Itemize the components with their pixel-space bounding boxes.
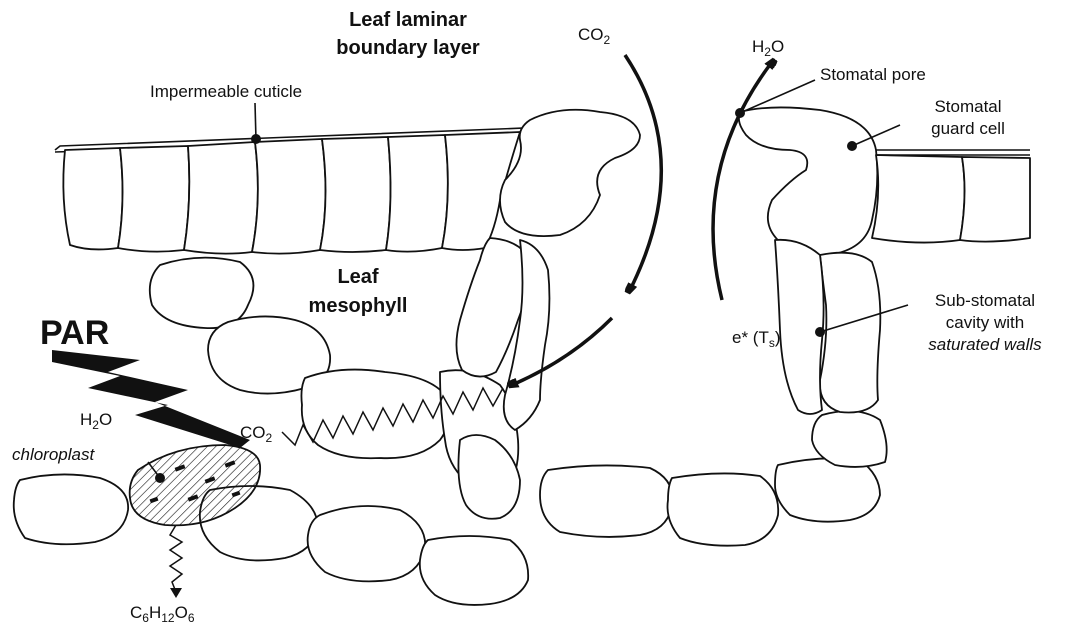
boundary-layer-title-line1: Leaf laminar (349, 9, 467, 31)
e-star-label: e* (Ts) (732, 328, 781, 350)
mesophyll-cell (775, 458, 880, 521)
mesophyll-cell (150, 258, 254, 328)
mesophyll-cell (301, 370, 449, 459)
stomatal-pore-label: Stomatal pore (820, 65, 926, 84)
boundary-layer-title-line2: boundary layer (336, 37, 480, 59)
cuticle-label: Impermeable cuticle (150, 82, 302, 101)
mesophyll-cell (420, 536, 528, 605)
h2o-chloroplast-label: H2O (80, 410, 112, 432)
mesophyll-cell (14, 474, 128, 544)
par-label: PAR (40, 314, 109, 352)
mesophyll-label-line1: Leaf (337, 266, 378, 288)
h2o-outflow-arrow (713, 62, 772, 300)
substomatal-pointer-dot (815, 327, 825, 337)
guard-cell-pointer-dot (847, 141, 857, 151)
left-stomatal-cell (500, 110, 640, 236)
stomatal-guard-cell[interactable] (739, 107, 877, 255)
mesophyll-cell (668, 473, 779, 545)
substomatal-label-line2: cavity with (946, 313, 1024, 332)
pore-pointer-dot (735, 108, 745, 118)
co2-inflow-arrow-upper (625, 55, 661, 290)
guard-cell-label-line2: guard cell (931, 119, 1005, 138)
glucose-arrowhead (170, 588, 182, 598)
mesophyll-cell (775, 240, 824, 414)
epidermal-cell (63, 148, 122, 249)
substomatal-label-line3: saturated walls (928, 335, 1042, 354)
h2o-top-label: H2O (752, 37, 784, 59)
substomatal-label-line1: Sub-stomatal (935, 291, 1035, 310)
mesophyll-cell (820, 253, 881, 413)
cuticle-pointer-dot (251, 134, 261, 144)
epidermal-cell (320, 137, 391, 252)
chloroplast-label: chloroplast (12, 445, 95, 464)
epidermal-cell (386, 135, 448, 252)
mesophyll-cell (812, 411, 887, 467)
co2-chloroplast-label: CO2 (240, 423, 273, 445)
upper-epidermis (55, 128, 528, 254)
epidermal-cell (118, 146, 189, 252)
cuticle-line-right (876, 150, 1030, 155)
epidermal-cell (252, 139, 326, 254)
mesophyll-label-line2: mesophyll (309, 295, 408, 317)
right-epidermis (872, 150, 1030, 243)
glucose-output-zigzag (170, 525, 182, 592)
epidermal-cell (872, 155, 965, 243)
guard-cell-label-line1: Stomatal (934, 97, 1001, 116)
glucose-label: C6H12O6 (130, 603, 195, 625)
mesophyll-cells (14, 238, 887, 605)
epidermal-cell (184, 142, 258, 254)
mesophyll-cell (540, 465, 673, 536)
epidermal-cell (960, 157, 1030, 242)
mesophyll-cell (308, 506, 426, 581)
co2-top-label: CO2 (578, 25, 611, 47)
